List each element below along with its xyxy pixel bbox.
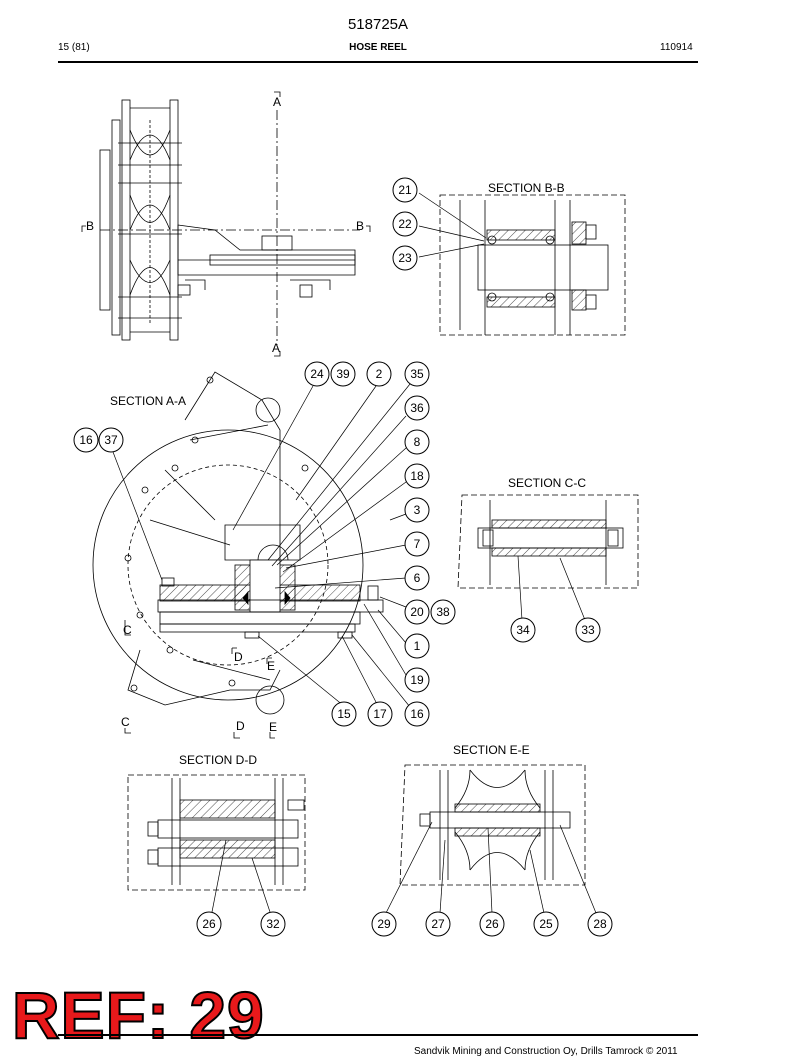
callout-21: 21 xyxy=(392,177,418,203)
copyright-notice: Sandvik Mining and Construction Oy, Dril… xyxy=(414,1046,678,1057)
section-bb-view xyxy=(439,194,626,336)
svg-text:28: 28 xyxy=(593,917,607,931)
page-number: 15 (81) xyxy=(58,42,90,53)
view-mark-e-lower: E xyxy=(269,720,277,734)
svg-text:36: 36 xyxy=(410,401,424,415)
svg-text:22: 22 xyxy=(398,217,412,231)
document-title: HOSE REEL xyxy=(349,42,407,53)
view-mark-a-top: A xyxy=(273,95,281,109)
callout-38: 38 xyxy=(430,599,456,625)
callout-26-ee: 26 xyxy=(479,911,505,937)
callout-bubbles: 21 22 23 24 39 2 35 36 8 18 3 7 6 20 38 … xyxy=(73,177,613,937)
svg-text:33: 33 xyxy=(581,623,595,637)
callout-28: 28 xyxy=(587,911,613,937)
svg-text:2: 2 xyxy=(376,367,383,381)
section-cc-title: SECTION C-C xyxy=(508,476,586,490)
leader-lines xyxy=(112,192,597,914)
callout-36: 36 xyxy=(404,395,430,421)
callout-6: 6 xyxy=(404,565,430,591)
callout-16-lower: 16 xyxy=(404,701,430,727)
svg-text:3: 3 xyxy=(414,503,421,517)
svg-text:23: 23 xyxy=(398,251,412,265)
callout-22: 22 xyxy=(392,211,418,237)
callout-18: 18 xyxy=(404,463,430,489)
document-date: 110914 xyxy=(660,42,693,53)
svg-text:26: 26 xyxy=(202,917,216,931)
svg-text:24: 24 xyxy=(310,367,324,381)
view-mark-d-upper: D xyxy=(234,650,243,664)
svg-text:35: 35 xyxy=(410,367,424,381)
section-aa-view xyxy=(92,371,384,715)
svg-text:19: 19 xyxy=(410,673,424,687)
view-mark-c-upper: C xyxy=(123,623,132,637)
callout-33: 33 xyxy=(575,617,601,643)
callout-8: 8 xyxy=(404,429,430,455)
callout-3: 3 xyxy=(404,497,430,523)
callout-20: 20 xyxy=(404,599,430,625)
svg-text:16: 16 xyxy=(79,433,93,447)
svg-text:21: 21 xyxy=(398,183,412,197)
svg-text:8: 8 xyxy=(414,435,421,449)
side-view-marks xyxy=(81,91,371,357)
svg-text:6: 6 xyxy=(414,571,421,585)
callout-16: 16 xyxy=(73,427,99,453)
view-mark-b-left: B xyxy=(86,219,94,233)
svg-text:17: 17 xyxy=(373,707,387,721)
svg-text:34: 34 xyxy=(516,623,530,637)
svg-text:37: 37 xyxy=(104,433,118,447)
document-number: 518725A xyxy=(347,16,409,33)
section-cc-view xyxy=(457,494,639,589)
view-mark-b-right: B xyxy=(356,219,364,233)
svg-text:38: 38 xyxy=(436,605,450,619)
svg-text:27: 27 xyxy=(431,917,445,931)
reference-stamp: REF: 29 xyxy=(11,978,265,1052)
view-mark-c-lower: C xyxy=(121,715,130,729)
section-dd-view xyxy=(127,774,306,891)
svg-text:26: 26 xyxy=(485,917,499,931)
header-divider xyxy=(58,61,698,63)
svg-text:39: 39 xyxy=(336,367,350,381)
footer-divider xyxy=(58,1034,698,1036)
callout-27: 27 xyxy=(425,911,451,937)
callout-24: 24 xyxy=(304,361,330,387)
callout-25: 25 xyxy=(533,911,559,937)
callout-23: 23 xyxy=(392,245,418,271)
svg-text:29: 29 xyxy=(377,917,391,931)
side-view xyxy=(99,99,360,345)
callout-17: 17 xyxy=(367,701,393,727)
callout-1: 1 xyxy=(404,633,430,659)
callout-35: 35 xyxy=(404,361,430,387)
section-ee-view xyxy=(399,764,586,886)
view-mark-d-lower: D xyxy=(236,719,245,733)
section-bb-title: SECTION B-B xyxy=(488,181,565,195)
callout-37: 37 xyxy=(98,427,124,453)
svg-text:15: 15 xyxy=(337,707,351,721)
svg-text:18: 18 xyxy=(410,469,424,483)
callout-32: 32 xyxy=(260,911,286,937)
svg-text:25: 25 xyxy=(539,917,553,931)
callout-2: 2 xyxy=(366,361,392,387)
callout-7: 7 xyxy=(404,531,430,557)
callout-34: 34 xyxy=(510,617,536,643)
view-mark-a-bottom: A xyxy=(272,341,280,355)
svg-text:20: 20 xyxy=(410,605,424,619)
section-ee-title: SECTION E-E xyxy=(453,743,530,757)
callout-19: 19 xyxy=(404,667,430,693)
aa-view-marks xyxy=(124,620,275,739)
callout-15: 15 xyxy=(331,701,357,727)
svg-text:16: 16 xyxy=(410,707,424,721)
view-mark-e-upper: E xyxy=(267,659,275,673)
section-aa-title: SECTION A-A xyxy=(110,394,186,408)
callout-26-dd: 26 xyxy=(196,911,222,937)
svg-text:7: 7 xyxy=(414,537,421,551)
callout-39: 39 xyxy=(330,361,356,387)
svg-text:1: 1 xyxy=(414,639,421,653)
section-dd-title: SECTION D-D xyxy=(179,753,257,767)
svg-text:32: 32 xyxy=(266,917,280,931)
callout-29: 29 xyxy=(371,911,397,937)
